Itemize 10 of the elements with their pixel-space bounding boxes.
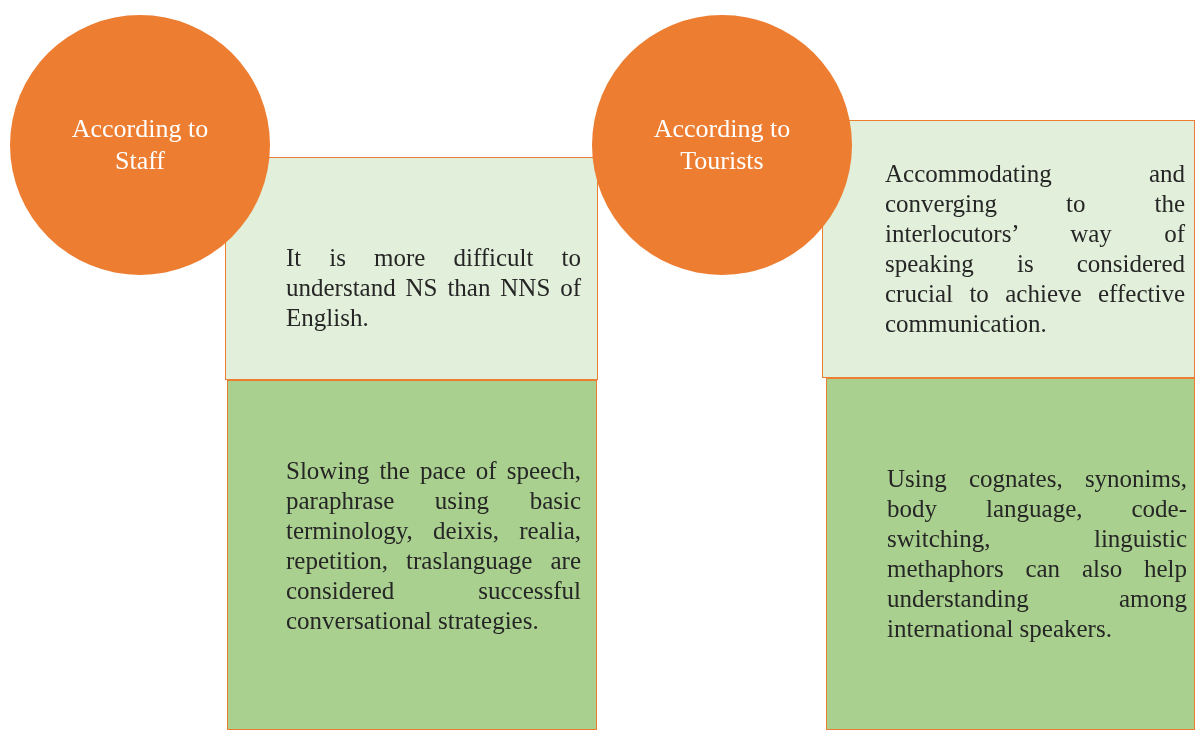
body-text: It is more difficult to understand NS than NNS of English. bbox=[286, 243, 581, 333]
topic-label: According to Staff bbox=[70, 113, 210, 177]
finding-box bbox=[225, 157, 598, 380]
strategy-box bbox=[826, 378, 1195, 730]
strategy-box bbox=[227, 380, 597, 730]
body-text: Slowing the pace of speech, paraphrase using basic terminology, deixis, realia, repetition, traslanguage are considered successful conversational strategies. bbox=[286, 456, 581, 636]
body-text: Using cognates, synonims, body language, code-switching, linguistic methaphors can also help understanding among international speakers. bbox=[887, 464, 1187, 644]
finding-box bbox=[822, 120, 1195, 378]
topic-label: According to Tourists bbox=[652, 113, 792, 177]
body-text: Accommodating and converging to the interlocutors’ way of speaking is considered crucial to achieve effective communication. bbox=[885, 159, 1185, 339]
